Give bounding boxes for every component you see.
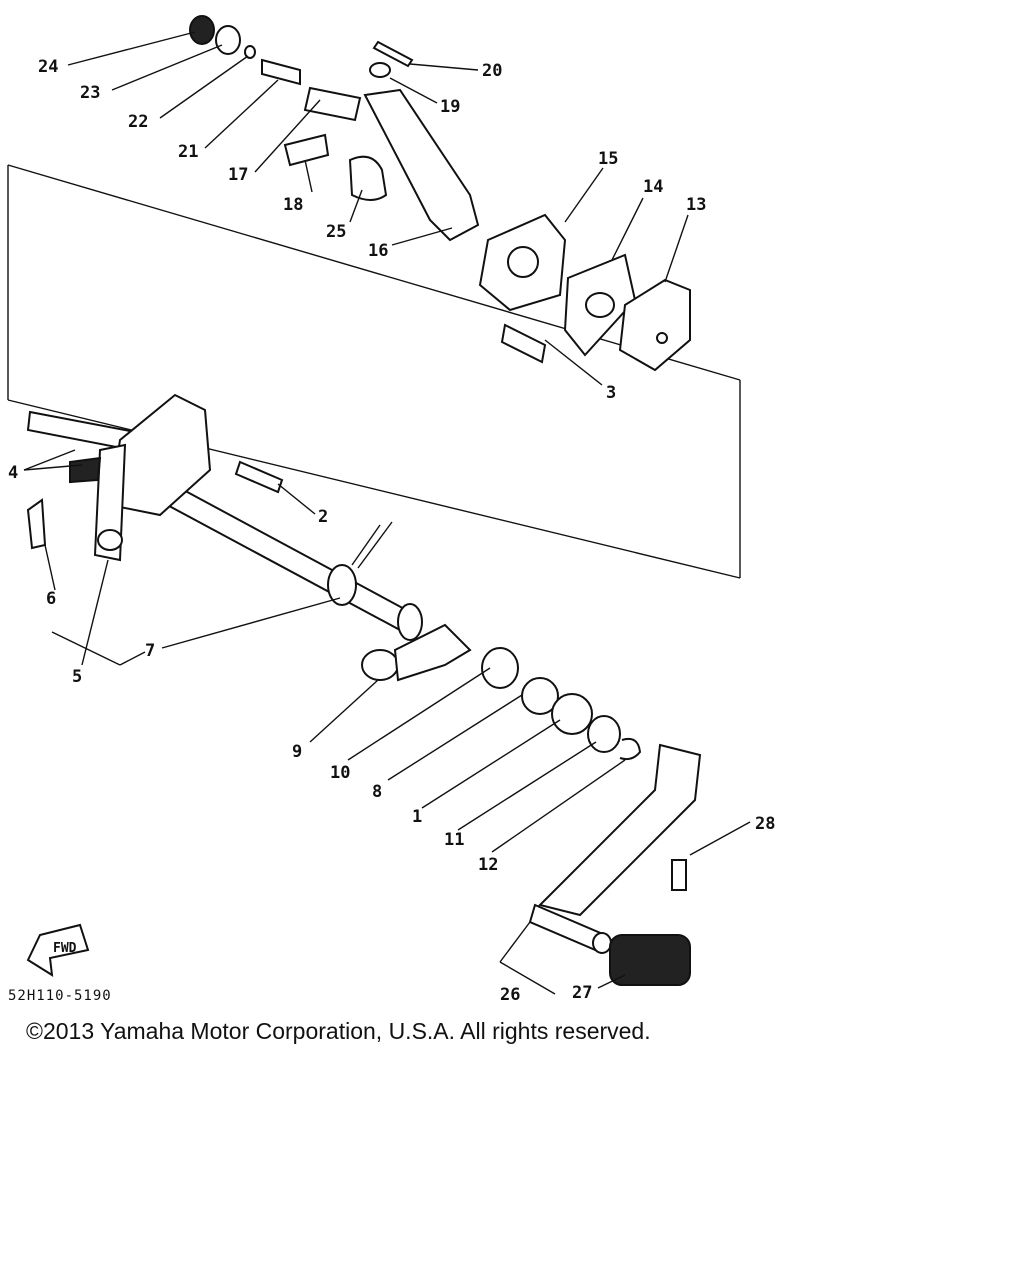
callout-10: 10 [330, 763, 350, 783]
callout-8: 8 [372, 782, 382, 802]
callout-14: 14 [643, 177, 663, 197]
fwd-label: FWD [53, 941, 77, 956]
callout-16: 16 [368, 241, 388, 261]
exploded-parts-diagram: FWD 24 23 [7, 15, 775, 1005]
leader-lines [23, 31, 751, 995]
callout-3: 3 [606, 383, 616, 403]
lower-parts [361, 623, 642, 761]
callout-2: 2 [318, 507, 328, 527]
right-plates [478, 213, 691, 372]
callout-24: 24 [38, 57, 58, 77]
diagram-code: 52H110-5190 [8, 988, 112, 1004]
frame-lines [7, 164, 741, 579]
callout-6: 6 [46, 589, 56, 609]
callout-12: 12 [478, 855, 498, 875]
callout-18: 18 [283, 195, 303, 215]
shift-shaft-assembly [26, 393, 423, 641]
callout-labels: 24 23 22 21 17 18 25 16 20 19 15 14 13 3… [8, 57, 775, 1005]
fwd-arrow: FWD [26, 923, 90, 977]
callout-27: 27 [572, 983, 592, 1003]
callout-21: 21 [178, 142, 198, 162]
callout-11: 11 [444, 830, 464, 850]
callout-1: 1 [412, 807, 422, 827]
callout-28: 28 [755, 814, 775, 834]
callout-22: 22 [128, 112, 148, 132]
callout-5: 5 [72, 667, 82, 687]
shift-pedal [528, 743, 702, 986]
callout-26: 26 [500, 985, 520, 1005]
callout-17: 17 [228, 165, 248, 185]
callout-7: 7 [145, 641, 155, 661]
callout-15: 15 [598, 149, 618, 169]
callout-4: 4 [8, 463, 18, 483]
copyright-notice: ©2013 Yamaha Motor Corporation, U.S.A. A… [26, 1018, 651, 1044]
callout-9: 9 [292, 742, 302, 762]
callout-19: 19 [440, 97, 460, 117]
callout-20: 20 [482, 61, 502, 81]
callout-13: 13 [686, 195, 706, 215]
callout-23: 23 [80, 83, 100, 103]
callout-25: 25 [326, 222, 346, 242]
upper-linkage [189, 15, 480, 242]
